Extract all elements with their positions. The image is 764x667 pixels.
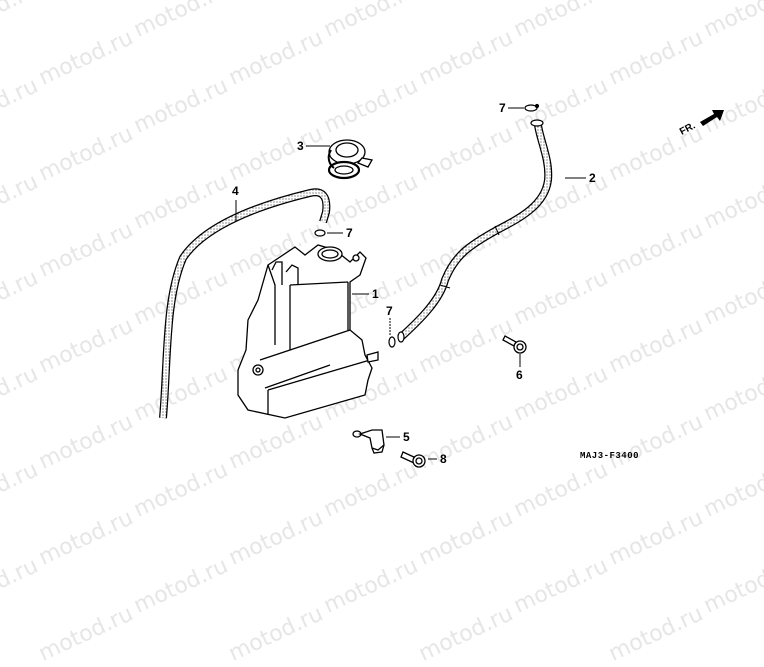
hose-clip[interactable] bbox=[524, 103, 540, 112]
leader-lines bbox=[235, 107, 586, 460]
callout-2: 2 bbox=[589, 171, 596, 185]
watermark-text: motod.ru bbox=[35, 601, 138, 667]
front-direction-arrow-icon bbox=[700, 110, 724, 126]
overflow-hose[interactable] bbox=[397, 119, 553, 343]
hose-clamp-stay[interactable] bbox=[352, 429, 385, 454]
watermark-text: motod.ru bbox=[225, 601, 328, 667]
callout-6: 6 bbox=[516, 368, 523, 382]
diagram-drawing bbox=[159, 103, 724, 468]
tank-cap[interactable] bbox=[327, 139, 374, 180]
callout-7-tank: 7 bbox=[346, 226, 353, 240]
diagram-code: MAJ3-F3400 bbox=[580, 451, 640, 461]
watermark-text: motod.ru bbox=[415, 601, 518, 667]
callout-4: 4 bbox=[232, 184, 239, 198]
reserve-tank[interactable] bbox=[237, 244, 379, 419]
callout-8: 8 bbox=[440, 452, 447, 466]
hose-clip[interactable] bbox=[314, 229, 326, 237]
hose-clip[interactable] bbox=[388, 336, 396, 348]
callout-7-overflow: 7 bbox=[499, 101, 506, 115]
callout-5: 5 bbox=[403, 430, 410, 444]
callout-1: 1 bbox=[372, 287, 379, 301]
callout-3: 3 bbox=[297, 139, 304, 153]
callout-7-side: 7 bbox=[386, 304, 393, 318]
watermark-text: motod.ru bbox=[605, 601, 708, 667]
siphon-hose[interactable] bbox=[159, 188, 331, 419]
flange-bolt[interactable] bbox=[400, 451, 426, 468]
flange-bolt[interactable] bbox=[502, 335, 527, 354]
